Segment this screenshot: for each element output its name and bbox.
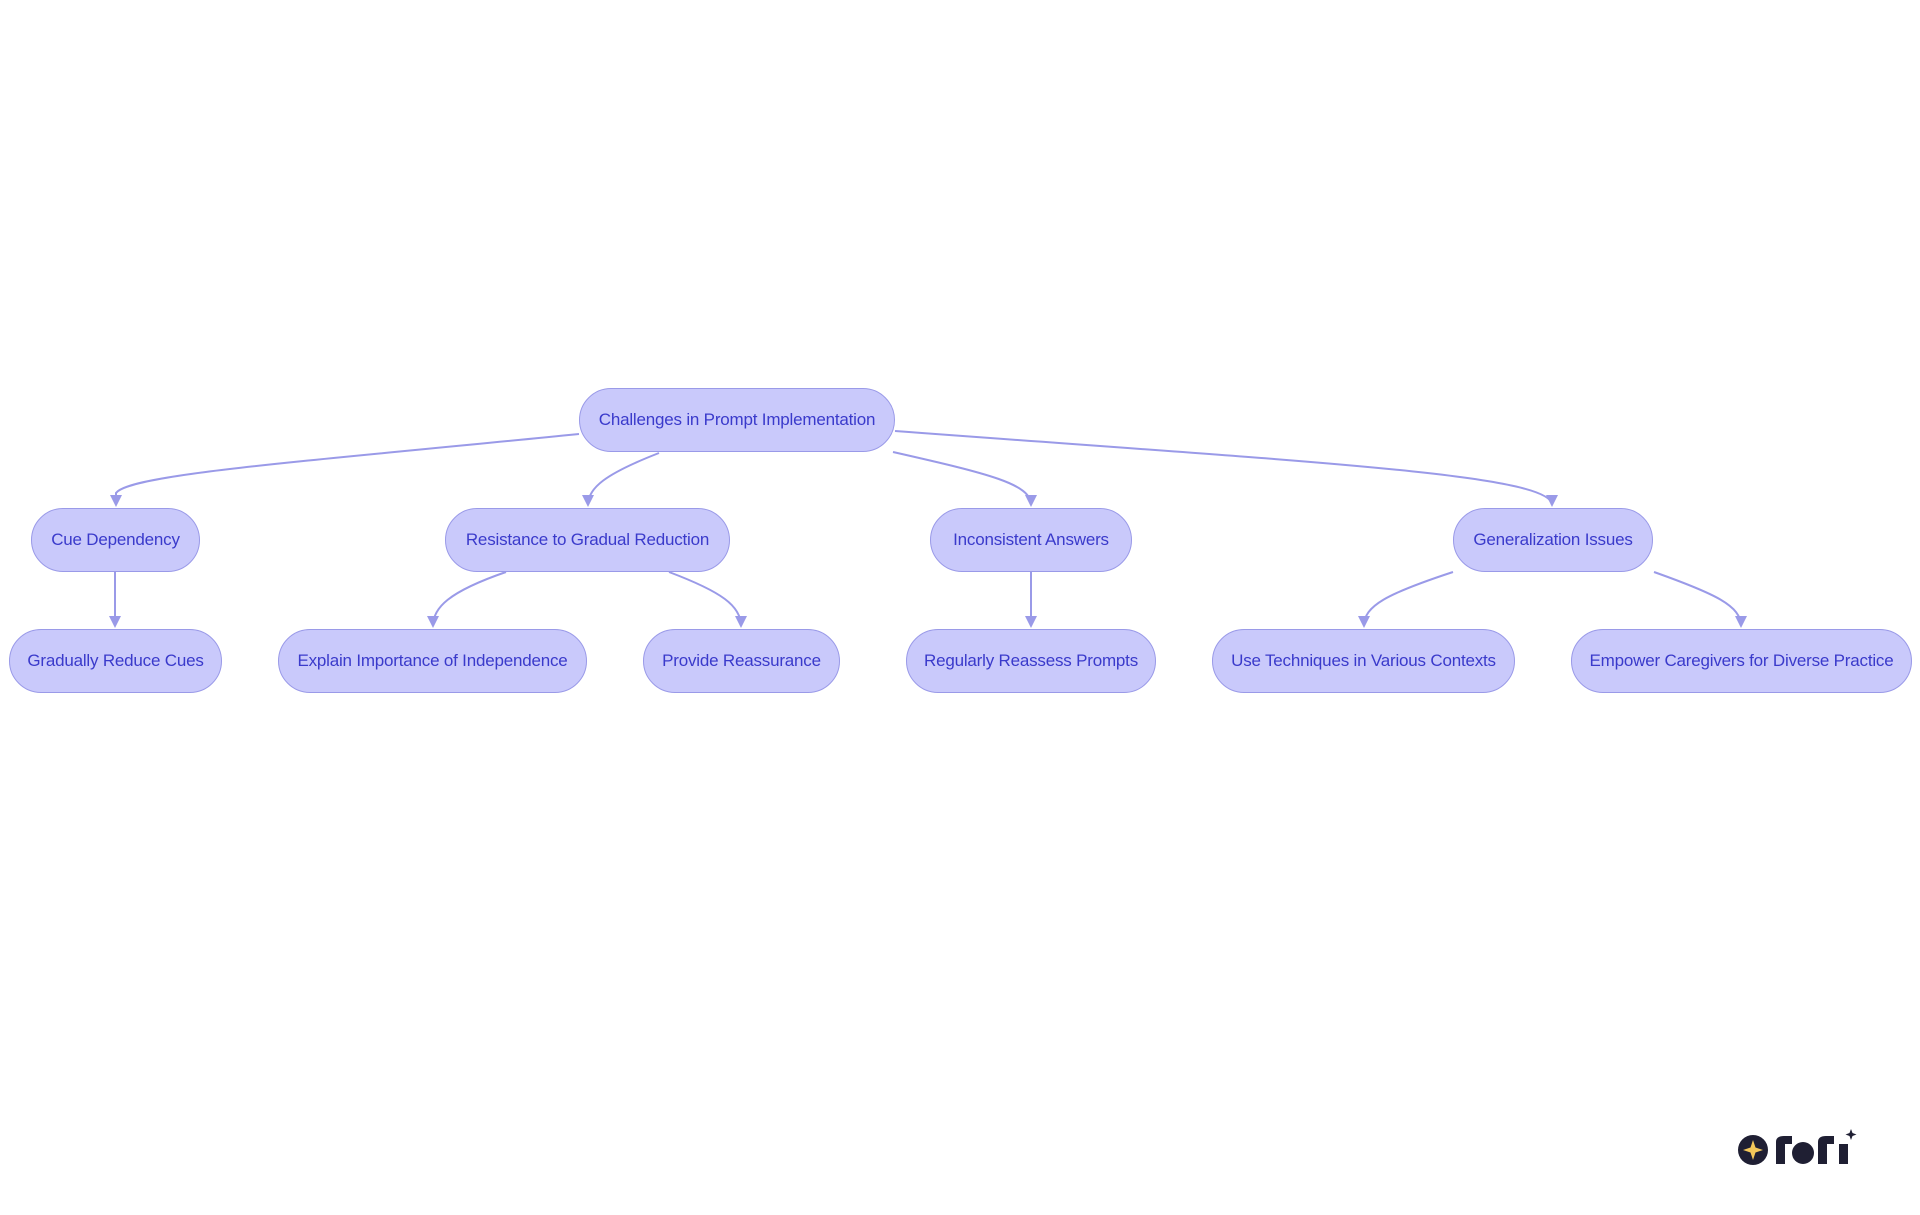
node-cue-dependency: Cue Dependency xyxy=(31,508,200,572)
node-generalization-issues: Generalization Issues xyxy=(1453,508,1653,572)
node-regularly-reassess-prompts: Regularly Reassess Prompts xyxy=(906,629,1156,693)
node-empower-caregivers-for-diverse-practice: Empower Caregivers for Diverse Practice xyxy=(1571,629,1912,693)
node-inconsistent-answers: Inconsistent Answers xyxy=(930,508,1132,572)
edge-root-to-resistance xyxy=(582,452,660,507)
edge-root-to-cue-dependency xyxy=(110,433,580,507)
root-node: Challenges in Prompt Implementation xyxy=(579,388,895,452)
edge-root-to-generalization xyxy=(894,430,1558,507)
edge-resistance-to-explain-importance xyxy=(427,571,507,628)
node-gradually-reduce-cues: Gradually Reduce Cues xyxy=(9,629,222,693)
edge-generalization-to-empower-caregivers xyxy=(1653,571,1747,628)
node-resistance-to-gradual-reduction: Resistance to Gradual Reduction xyxy=(445,508,730,572)
node-provide-reassurance: Provide Reassurance xyxy=(643,629,840,693)
rori-logo-icon xyxy=(1738,1129,1857,1165)
edge-resistance-to-provide-reassurance xyxy=(668,571,747,628)
edge-generalization-to-use-techniques xyxy=(1358,571,1454,628)
edge-root-to-inconsistent-answers xyxy=(892,451,1037,507)
node-explain-importance-of-independence: Explain Importance of Independence xyxy=(278,629,587,693)
node-use-techniques-in-various-contexts: Use Techniques in Various Contexts xyxy=(1212,629,1515,693)
